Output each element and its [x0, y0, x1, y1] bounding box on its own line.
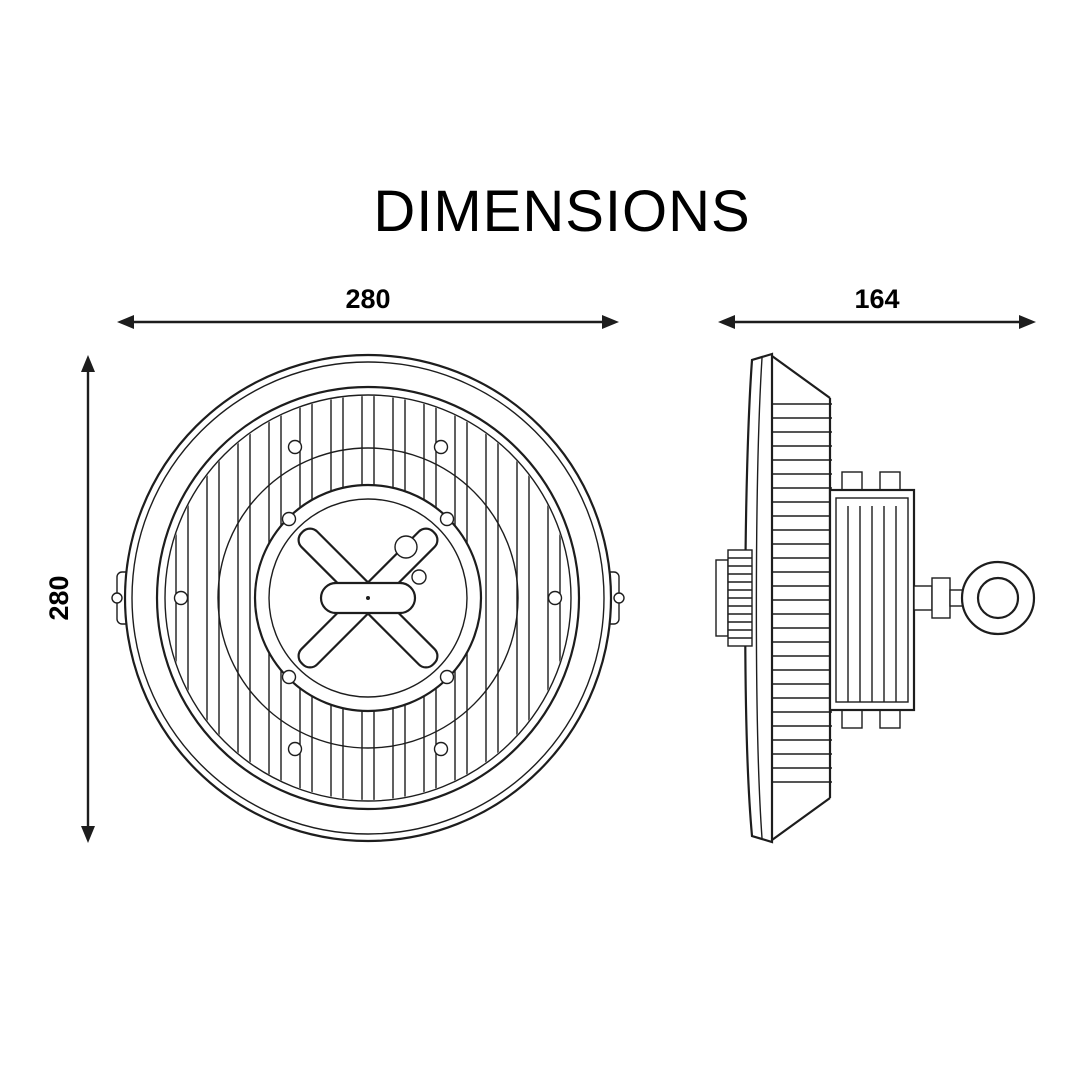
mounting-bracket: [828, 471, 916, 729]
tab-notch-left: [111, 592, 123, 604]
hub-port-large: [394, 535, 418, 559]
arrowhead-bottom: [81, 826, 95, 843]
arrowhead-right: [602, 315, 619, 329]
dimension-label-side-width: 164: [854, 284, 899, 314]
screw: [547, 590, 563, 606]
dimension-top-width: 280: [117, 284, 619, 329]
outer-rim-inner-circle: [131, 361, 605, 835]
arrowhead-top: [81, 355, 95, 372]
bezel-screws: [173, 439, 563, 757]
hub-center-dot: [366, 596, 370, 600]
hub-bolt: [439, 511, 455, 527]
arrowhead-right: [1019, 315, 1036, 329]
eye-bolt: [913, 560, 1036, 636]
arrowhead-left: [718, 315, 735, 329]
eyebolt-ring-inner: [976, 576, 1020, 620]
hub-inner-circle: [268, 498, 468, 698]
hub-bolt: [281, 511, 297, 527]
lens-rim-circle: [155, 385, 581, 811]
tab-notch-right: [613, 592, 625, 604]
side-view-drawing: [715, 352, 1036, 844]
hub-bolt: [281, 669, 297, 685]
heatsink-fins: [772, 403, 832, 783]
screw: [173, 590, 189, 606]
lens-contour: [755, 357, 763, 839]
dimension-label-top-height: 280: [44, 575, 74, 620]
grill-inner-ring: [217, 447, 519, 749]
screw: [433, 439, 449, 455]
lens-profile: [744, 352, 832, 844]
eyebolt-nut: [931, 577, 951, 619]
clamp-cap: [715, 559, 729, 637]
eyebolt-neck: [913, 585, 933, 611]
dimension-side-width: 164: [718, 284, 1036, 329]
bracket-slots: [847, 506, 897, 702]
hub-port-small: [411, 569, 427, 585]
clamp-ribs: [728, 557, 752, 639]
dimension-label-top-width: 280: [345, 284, 390, 314]
dimension-top-height: 280: [44, 355, 95, 843]
cable-clamp: [715, 549, 753, 647]
screw: [287, 741, 303, 757]
arrowhead-left: [117, 315, 134, 329]
center-hub: [253, 483, 483, 713]
top-view-drawing: [111, 353, 625, 843]
screw: [287, 439, 303, 455]
screw: [433, 741, 449, 757]
page-title: DIMENSIONS: [373, 179, 751, 244]
hub-bolt: [439, 669, 455, 685]
lens-rim-inner-circle: [164, 394, 572, 802]
